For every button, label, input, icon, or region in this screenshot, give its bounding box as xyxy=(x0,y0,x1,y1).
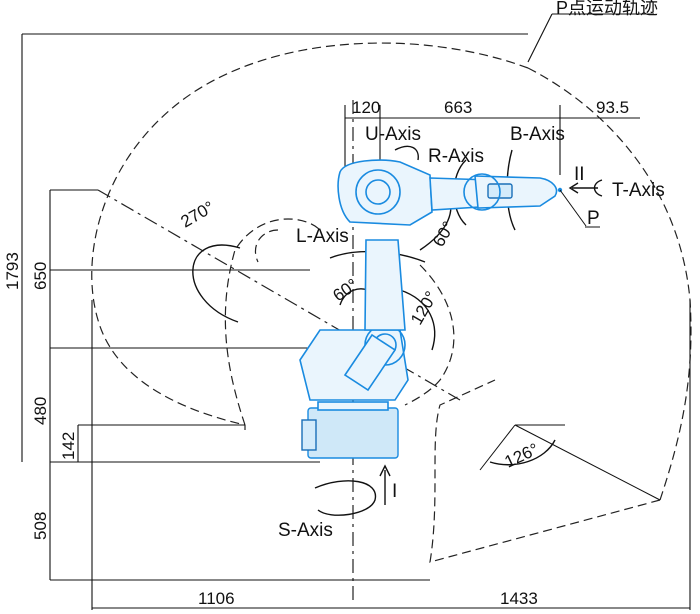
r-axis-label: R-Axis xyxy=(428,146,484,167)
robot-base xyxy=(307,407,399,459)
u-axis-rotation-arrow xyxy=(394,145,419,161)
robot-body xyxy=(299,159,563,459)
label-ii: II xyxy=(574,164,585,185)
arc-120 xyxy=(399,289,436,351)
b-axis-label: B-Axis xyxy=(510,124,565,145)
dim-650: 650 xyxy=(31,262,50,290)
arc-126 xyxy=(489,439,556,466)
trajectory-title: P点运动轨迹 xyxy=(556,0,658,18)
angle-60-top: 60° xyxy=(429,218,458,250)
dim-1106: 1106 xyxy=(198,589,235,608)
dim-1793: 1793 xyxy=(3,252,22,290)
dim-93-5: 93.5 xyxy=(596,98,629,117)
dimension-texts: 120 663 93.5 1793 650 480 142 508 1106 1… xyxy=(3,98,629,608)
centerline-diagonal xyxy=(97,189,461,401)
u-axis-joint xyxy=(355,169,401,215)
inner-envelope-left xyxy=(224,218,321,426)
l-axis-drive xyxy=(343,333,397,392)
label-i: I xyxy=(392,481,397,502)
axis-labels: U-Axis R-Axis B-Axis T-Axis L-Axis S-Axi… xyxy=(278,124,665,541)
outer-envelope-right xyxy=(527,67,692,501)
dim-508: 508 xyxy=(31,512,50,540)
p-leader-line xyxy=(559,189,587,227)
angle-270: 270° xyxy=(178,197,218,231)
u-axis-label: U-Axis xyxy=(365,124,421,145)
inner-notch xyxy=(254,229,279,263)
angle-126: 126° xyxy=(502,440,542,472)
dim-142: 142 xyxy=(59,432,78,460)
label-p: P xyxy=(587,208,600,229)
motion-envelope xyxy=(91,42,692,563)
outer-envelope-left xyxy=(91,42,529,426)
u-axis-housing xyxy=(337,159,433,226)
base-connector xyxy=(301,419,317,451)
arc-270 xyxy=(192,244,241,323)
wrist xyxy=(474,175,558,209)
s-axis-rotation-arrow xyxy=(314,480,377,516)
angle-120: 120° xyxy=(407,288,441,328)
angle-ray-1 xyxy=(479,424,516,471)
t-axis-label: T-Axis xyxy=(612,180,665,201)
dim-120: 120 xyxy=(352,98,380,117)
dim-1433: 1433 xyxy=(500,589,538,608)
dim-663: 663 xyxy=(444,98,472,117)
r-axis-joint xyxy=(463,173,501,211)
angle-60-mid: 60° xyxy=(329,275,361,305)
angle-ray-3 xyxy=(514,424,661,501)
dim-480: 480 xyxy=(31,397,50,425)
inner-envelope-right xyxy=(404,264,455,406)
lower-envelope xyxy=(429,379,661,563)
dimension-lines xyxy=(21,13,691,610)
base-plate xyxy=(317,401,389,411)
l-axis-label: L-Axis xyxy=(296,226,349,247)
lower-arm xyxy=(364,239,406,331)
t-axis-rotation-arrow xyxy=(593,179,603,197)
s-axis-label: S-Axis xyxy=(278,520,333,541)
